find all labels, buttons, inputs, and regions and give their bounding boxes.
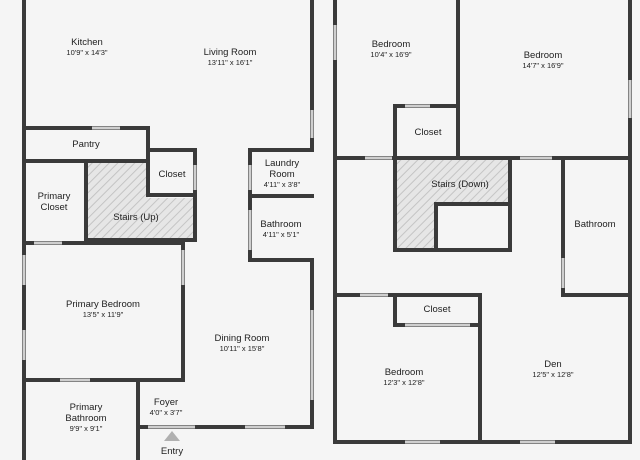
room-label-bedroom-2: Bedroom 14'7" x 16'9" [522,50,564,70]
room-label-foyer: Foyer 4'0" x 3'7" [149,397,183,417]
entry-arrow-icon [164,431,180,441]
stairs-up-hatch [87,163,148,198]
room-label-stairs-down: Stairs (Down) [431,179,489,190]
room-label-laundry-room: Laundry Room 4'11" x 3'8" [263,158,301,189]
room-label-kitchen: Kitchen 10'9" x 14'3" [66,37,108,57]
room-label-primary-bathroom: Primary Bathroom 9'9" x 9'1" [65,402,107,433]
room-label-dining-room: Dining Room 10'11" x 15'8" [214,333,270,353]
first-floor [22,0,314,460]
room-label-living-room: Living Room 13'11" x 16'1" [203,47,257,67]
first-floor-walls [22,0,314,460]
room-label-primary-bedroom: Primary Bedroom 13'5" x 11'9" [66,299,140,319]
stairs-down-inner [436,204,510,250]
first-floor-openings [22,110,314,429]
room-label-closet-main: Closet [158,169,186,180]
room-label-bathroom-upper: Bathroom [574,219,616,230]
room-label-primary-closet: Primary Closet [37,191,71,213]
stairs-up-landing-hatch [87,198,195,239]
room-label-bathroom-main: Bathroom 4'11" x 5'1" [260,219,302,239]
room-label-closet-upper: Closet [414,127,442,138]
room-label-bedroom-1: Bedroom 10'4" x 16'9" [370,39,412,59]
room-label-bedroom-3: Bedroom 12'3" x 12'8" [383,367,425,387]
room-label-den: Den 12'5" x 12'8" [532,359,574,379]
second-floor [333,0,632,444]
room-label-entry: Entry [160,446,184,457]
room-label-closet-lower: Closet [423,304,451,315]
room-label-pantry: Pantry [72,139,100,150]
room-label-stairs-up: Stairs (Up) [113,212,159,223]
second-floor-openings [333,25,632,444]
